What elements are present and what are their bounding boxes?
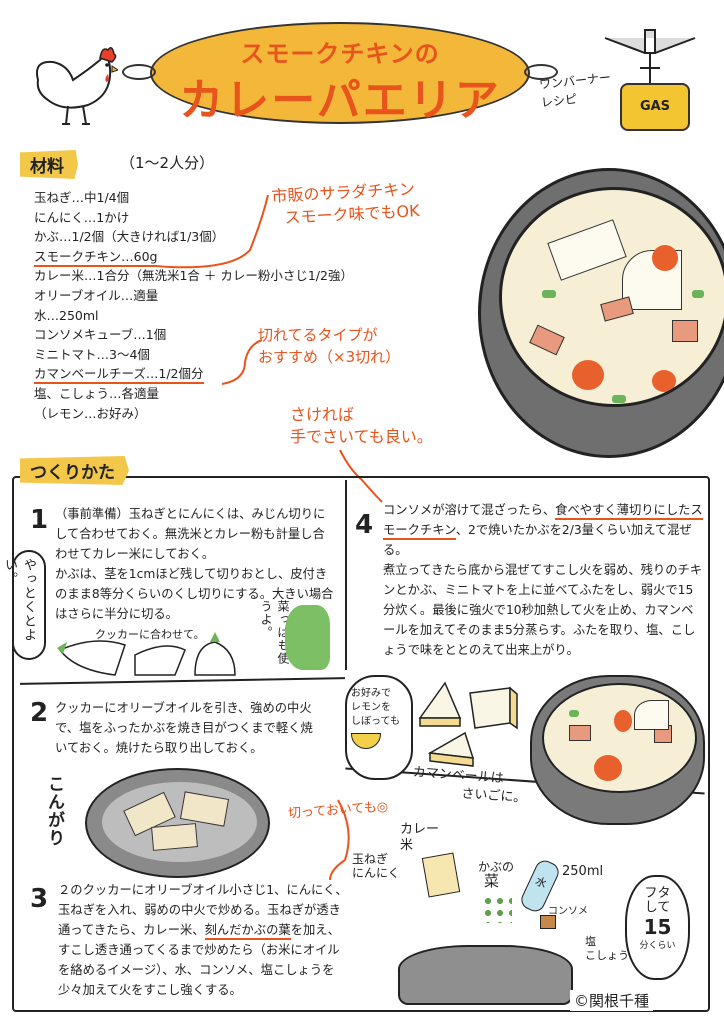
step-text: を加え、すこし透き通ってくるまで炒めたら（お米にオイルを絡めるイメージ）、水、コ…: [58, 923, 340, 997]
fit-cooker-label: クッカーに合わせて。: [95, 628, 205, 641]
chopped-leaves-icon: [482, 895, 512, 923]
note-cheese: 切れてるタイプが おすすめ（×3切れ）: [258, 324, 400, 368]
note-line: さければ: [290, 405, 355, 424]
cooker-browned-turnips-illustration: [85, 768, 270, 878]
minutes-suffix: 分くらい: [639, 941, 676, 951]
gas-can-label: GAS: [620, 83, 690, 131]
gas-stove-icon: GAS: [600, 28, 700, 133]
prep-tip-bubble: やっとくとよい。: [2, 550, 46, 660]
lemon-icon: [351, 733, 381, 749]
title-sub: スモークチキンの: [240, 40, 440, 68]
water-amount-label: 250ml: [562, 864, 604, 879]
ingredient-item: 水…250ml: [34, 307, 99, 323]
pan-handle-left: [122, 64, 156, 80]
paella-pan-illustration: [478, 168, 724, 458]
ingredient-item: にんにく…1かけ: [34, 209, 130, 225]
lemon-label-line: お好みで: [351, 688, 391, 699]
water-label: 水: [533, 874, 549, 891]
step-text-underlined: 刻んだかぶの葉: [204, 923, 291, 940]
curry-rice-label: カレー 米: [400, 822, 439, 854]
consomme-cube-icon: [540, 915, 556, 929]
step-text: ２のクッカーにオリーブオイル小さじ1、にんにく、玉ねぎを入れ、弱めの中火で炒める…: [58, 883, 348, 937]
cooker-illustration: [398, 945, 573, 1005]
ingredient-item: コンソメキューブ…1個: [34, 327, 167, 343]
note-line: 手でさいても良い。: [290, 427, 433, 446]
title-banner: スモークチキンの カレーパエリア: [122, 22, 558, 126]
method-box: [12, 476, 710, 1012]
note-tear: さければ 手でさいても良い。: [290, 404, 433, 448]
onion-garlic-label: 玉ねぎ にんにく: [352, 852, 400, 880]
turnip-leaves-label-line: かぶの: [478, 860, 515, 874]
lemon-label-line: しぼっても: [351, 716, 400, 727]
ingredient-item: スモークチキン…60g: [34, 247, 353, 267]
salt-pepper-label: 塩 こしょう: [585, 935, 629, 963]
step-number: 1: [30, 505, 49, 535]
browned-label: こんがり: [44, 775, 64, 847]
salt-pepper-label-line: 塩: [585, 935, 596, 948]
ingredient-item: 塩、こしょう…各適量: [34, 385, 160, 401]
ingredient-item: （レモン…お好み）: [34, 405, 147, 421]
onion-garlic-label-line: にんにく: [352, 866, 400, 880]
chicken-icon: [36, 47, 118, 125]
minutes-value: 15: [643, 915, 672, 939]
ingredient-item: カレー米…1合分（無洗米1合 ＋ カレー粉小さじ1/2強）: [34, 268, 353, 284]
pan-handle-right: [524, 64, 558, 80]
ingredient-item: 玉ねぎ…中1/4個: [34, 190, 130, 205]
lemon-tip-bubble: お好みで レモンを しぼっても: [345, 675, 413, 780]
ingredient-list: 玉ねぎ…中1/4個 にんにく…1かけ かぶ…1/2個（大きければ1/3個） スモ…: [34, 188, 353, 423]
credit: ©関根千種: [570, 990, 654, 1011]
lemon-label-line: レモンを: [351, 702, 391, 713]
step-text: コンソメが溶けて混ざったら、: [383, 503, 556, 517]
ingredient-item: カマンベールチーズ…1/2個分: [34, 364, 353, 385]
step-number: 3: [30, 884, 49, 914]
note-chicken: 市販のサラダチキン スモーク味でもOK: [271, 178, 420, 230]
step-number: 4: [355, 510, 374, 540]
step-2-text: クッカーにオリーブオイルを引き、強めの中火で、塩をふったかぶを焼き目がつくまで軽…: [55, 698, 325, 758]
lid-timer-bubble: フタ して 15 分くらい: [625, 875, 690, 980]
turnip-wedges-illustration: [57, 632, 236, 676]
step-3-text: ２のクッカーにオリーブオイル小さじ1、にんにく、玉ねぎを入れ、弱めの中火で炒める…: [58, 880, 348, 1000]
step-1-text: （事前準備）玉ねぎとにんにくは、みじん切りにして合わせておく。無洗米とカレー粉も…: [55, 504, 335, 624]
step-number: 2: [30, 698, 49, 728]
ingredients-heading: 材料: [20, 150, 78, 179]
lid-label: して: [644, 900, 671, 915]
ingredient-item: かぶ…1/2個（大きければ1/3個）: [34, 229, 225, 245]
finished-paella-illustration: [530, 675, 705, 825]
divider: [345, 480, 347, 670]
ingredient-item: ミニトマト…3〜4個: [34, 346, 150, 362]
servings: （1〜2人分）: [120, 154, 215, 172]
turnip-leaves-label: かぶの 菜: [478, 860, 515, 890]
camembert-illustration: [418, 681, 518, 767]
step-text: （事前準備）玉ねぎとにんにくは、みじん切りにして合わせておく。無洗米とカレー粉も…: [55, 507, 326, 561]
curry-rice-label-line: カレー: [400, 822, 440, 837]
lid-label: フタ: [644, 886, 671, 901]
step-text: かぶは、茎を1cmほど残して切りおとし、皮付きのまま8等分くらいのくし切りにする…: [55, 567, 334, 621]
method-heading: つくりかた: [20, 456, 129, 485]
note-line: 切れてるタイプが: [258, 326, 378, 344]
curry-rice-bag-icon: [421, 852, 461, 898]
title-main: カレーパエリア: [179, 75, 501, 126]
step-text: 煮立ってきたら底から混ぜてすこし火を弱め、残りのチキンとかぶ、ミニトマトを上に並…: [383, 563, 703, 657]
step-text-underlined: 食べやすく薄切りにしたスモークチキン: [383, 503, 703, 540]
step-text: クッカーにオリーブオイルを引き、強めの中火で、塩をふったかぶを焼き目がつくまで軽…: [55, 701, 313, 755]
note-line: おすすめ（×3切れ）: [258, 348, 401, 366]
step-4-text: コンソメが溶けて混ざったら、食べやすく薄切りにしたスモークチキン、2で焼いたかぶ…: [383, 500, 703, 660]
ingredient-item: オリーブオイル…適量: [34, 287, 159, 303]
turnip-leaves-label-line: 菜: [484, 872, 500, 890]
curry-rice-label-line: 米: [400, 838, 414, 853]
turnip-leaves-icon: [285, 605, 330, 670]
step-text: 、2で焼いたかぶを2/3量くらい加えて混ぜる。: [383, 523, 692, 557]
onion-garlic-label-line: 玉ねぎ: [352, 852, 389, 866]
consomme-label: コンソメ: [548, 906, 588, 917]
salt-pepper-label-line: こしょう: [585, 949, 629, 962]
